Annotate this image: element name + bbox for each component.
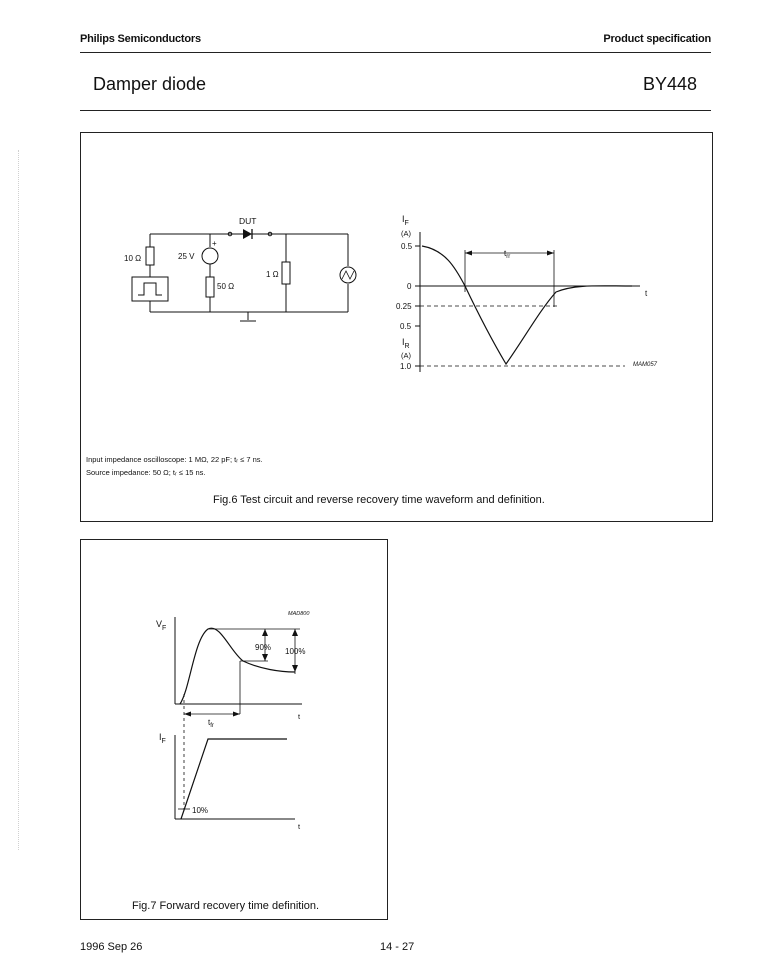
figure7-drawing: MAD800 VF 90% 100% t tfr IF 10% t [156, 611, 310, 831]
if-axis-unit: (A) [401, 229, 412, 238]
label-10-percent: 10% [192, 806, 208, 815]
tfr-label: tfr [208, 718, 214, 729]
forward-recovery-plots [174, 617, 302, 820]
if-time-label: t [298, 822, 301, 831]
figure7-code: MAD800 [288, 611, 310, 617]
r3-label: 1 Ω [266, 270, 279, 279]
figure6-drawing: DUT 10 Ω 25 V + 50 Ω 1 Ω IF (A) 0.5 0 0.… [86, 214, 658, 477]
header-rule-top [80, 52, 711, 53]
figure6-frame [80, 132, 713, 522]
vf-axis-label: VF [156, 619, 166, 632]
test-circuit [131, 231, 357, 322]
if-axis-label: IF [402, 214, 409, 227]
vf-time-label: t [298, 712, 301, 721]
label-100-percent: 100% [285, 647, 305, 656]
r2-label: 50 Ω [217, 282, 234, 291]
if-axis-label-fig7: IF [159, 732, 166, 745]
tick-label-0.25: 0.25 [396, 302, 412, 311]
footer-date: 1996 Sep 26 [80, 941, 143, 953]
r1-label: 10 Ω [124, 254, 141, 263]
note-oscilloscope: Input impedance oscilloscope: 1 MΩ, 22 p… [86, 455, 263, 464]
figure6-code: MAM057 [633, 362, 658, 368]
time-axis-label: t [645, 289, 648, 298]
part-number: BY448 [642, 74, 697, 94]
trr-label: trr [504, 249, 510, 260]
footer-page-number: 14 - 27 [380, 941, 415, 953]
dut-label: DUT [239, 216, 256, 226]
page-title: Damper diode [93, 74, 207, 94]
tick-label-0.5-top: 0.5 [401, 242, 413, 251]
company-name: Philips Semiconductors [80, 33, 201, 45]
source-label: 25 V [178, 252, 195, 261]
tick-label-0.5-bottom: 0.5 [400, 322, 412, 331]
note-source: Source impedance: 50 Ω; tᵣ ≤ 15 ns. [86, 468, 206, 477]
figure7-caption: Fig.7 Forward recovery time definition. [132, 900, 320, 912]
label-90-percent: 90% [255, 643, 271, 652]
ir-axis-unit: (A) [401, 351, 412, 360]
source-plus: + [212, 239, 217, 248]
figure7-frame [80, 539, 388, 920]
doc-type: Product specification [603, 33, 711, 45]
header-rule-bottom [80, 110, 711, 111]
ir-axis-label: IR [402, 337, 410, 350]
margin-marks [18, 150, 21, 850]
figure6-caption: Fig.6 Test circuit and reverse recovery … [213, 494, 545, 506]
recovery-waveform [415, 232, 640, 372]
tick-label-0: 0 [407, 282, 412, 291]
tick-label-1.0: 1.0 [400, 362, 412, 371]
